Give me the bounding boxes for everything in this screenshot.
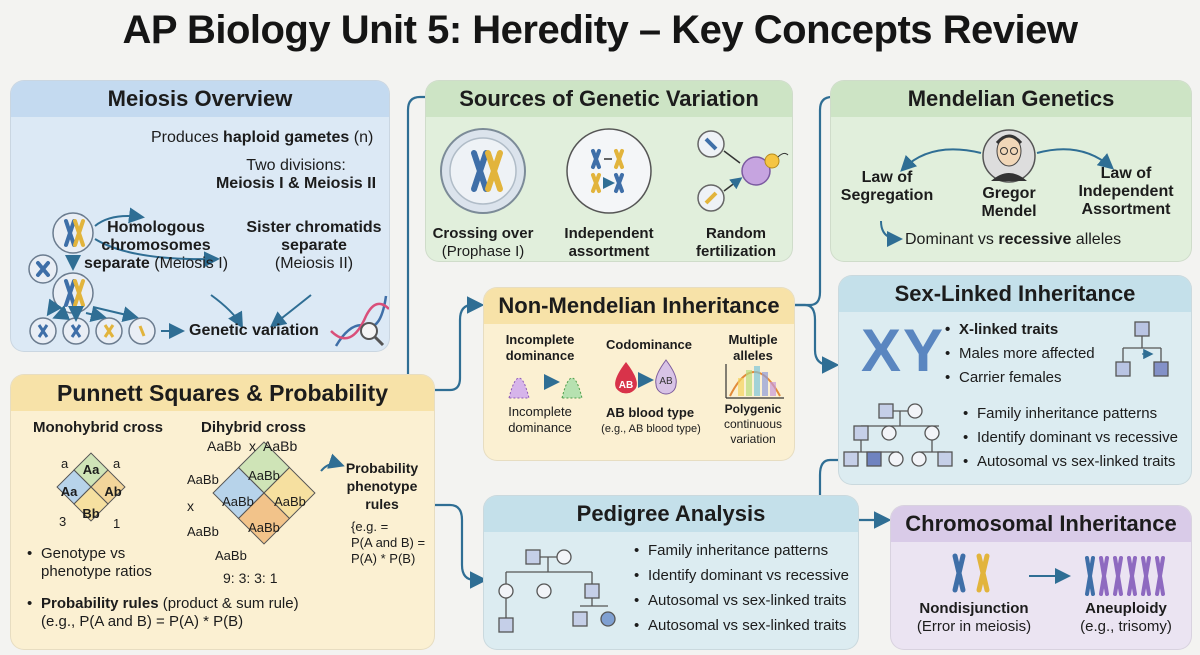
- di-side-3: AaBb: [187, 524, 219, 539]
- di-cell-3: AaBb: [274, 494, 306, 509]
- pedigree-title: Pedigree Analysis: [484, 496, 858, 532]
- meiosis-title: Meiosis Overview: [11, 81, 389, 117]
- incomplete-sub: Incomplete dominance: [508, 404, 572, 435]
- variation-item-2: Independent assortment: [564, 225, 654, 260]
- pedigree-bullet-3: Autosomal vs sex-linked traits: [632, 588, 849, 613]
- variation-item-3: Random fertilization: [695, 225, 776, 260]
- mono-cell-2: Aa: [60, 484, 78, 499]
- arrow-nonmendel-to-mendel: [795, 88, 850, 307]
- meiosis-panel: Meiosis Overview: [10, 80, 390, 352]
- sexlinked-bullet-6: Autosomal vs sex-linked traits: [961, 450, 1178, 474]
- di-cell-4: AaBb: [248, 520, 280, 535]
- produces-text: Produces haploid gametes (n): [151, 129, 374, 146]
- variation-panel: Sources of Genetic Variation Crossing ov…: [425, 80, 793, 262]
- pedigree-bullets: Family inheritance patterns Identify dom…: [632, 538, 849, 638]
- sexlinked-bullet-3: Carrier females: [943, 366, 1095, 390]
- ab-drop-label-a: AB: [618, 380, 634, 391]
- homologous-text: Homologous chromosomes separate (Meiosis…: [83, 219, 229, 272]
- mono-cell-3: Ab: [104, 484, 122, 499]
- blood-type: AB blood type: [605, 405, 695, 420]
- chromosomal-panel: Chromosomal Inheritance Nondisjunction (…: [890, 505, 1192, 650]
- sexlinked-bullet-2: Males more affected: [943, 342, 1095, 366]
- mono-cell-4: Bb: [82, 506, 100, 521]
- incomplete-head: Incomplete dominance: [505, 332, 575, 363]
- prob-eg: {e.g. = P(A and B) = P(A) * P(B): [351, 519, 426, 566]
- pedigree-bullet-1: Family inheritance patterns: [632, 538, 849, 563]
- monohybrid-square: [56, 441, 345, 545]
- di-side-2: x: [187, 498, 194, 514]
- blood-eg: (e.g., AB blood type): [601, 423, 701, 435]
- di-side-4: AaBb: [215, 548, 247, 563]
- sister-text: Sister chromatids separate (Meiosis II): [246, 219, 382, 272]
- mendel-portrait: [880, 129, 1115, 247]
- di-cell-2: AaBb: [222, 494, 254, 509]
- punnett-panel: Punnett Squares & Probability Monohybrid…: [10, 374, 435, 650]
- chromosomal-diagram: [952, 553, 1165, 596]
- law-independent: Law of Independent Assortment: [1078, 165, 1174, 218]
- punnett-bullet-probability: Probability rules (product & sum rule)(e…: [25, 595, 299, 631]
- variation-title: Sources of Genetic Variation: [426, 81, 792, 117]
- aneuploidy-text: Aneuploidy (e.g., trisomy): [1080, 600, 1172, 635]
- di-head: Dihybrid cross: [201, 419, 307, 436]
- mono-corner-3: 3: [59, 514, 67, 529]
- arrow-punnett-to-variation: [406, 88, 445, 375]
- dominant-recessive-text: Dominant vs recessive alleles: [905, 231, 1122, 248]
- sexlinked-bullet-1: X-linked traits: [943, 318, 1095, 342]
- di-cell-1: AaBb: [248, 468, 280, 483]
- ab-drop-label-b: AB: [659, 376, 673, 387]
- variation-icons: [440, 128, 789, 214]
- sexlinked-bullets-top: X-linked traits Males more affected Carr…: [943, 318, 1095, 390]
- mendel-panel: Mendelian Genetics Law of Segregation Gr…: [830, 80, 1192, 262]
- punnett-bullet-2: Probability rules (product & sum rule)(e…: [25, 595, 299, 631]
- mono-head: Monohybrid cross: [33, 419, 164, 436]
- pedigree-panel: Pedigree Analysis Family inheritance pat…: [483, 495, 859, 650]
- sexlinked-title: Sex-Linked Inheritance: [839, 276, 1191, 312]
- pedigree-bullet-2: Identify dominant vs recessive: [632, 563, 849, 588]
- codominance-head: Codominance: [606, 337, 692, 352]
- nondisjunction-text: Nondisjunction (Error in meiosis): [916, 600, 1032, 635]
- variation-item-1: Crossing over (Prophase I): [432, 225, 534, 260]
- page-title: AP Biology Unit 5: Heredity – Key Concep…: [122, 8, 1078, 52]
- pedigree-chart: [498, 549, 616, 633]
- mono-corner-2: a: [113, 456, 121, 471]
- sexlinked-panel: Sex-Linked Inheritance XY X-linked trait…: [838, 275, 1192, 485]
- mono-corner-1: a: [61, 456, 69, 471]
- punnett-title: Punnett Squares & Probability: [11, 375, 434, 411]
- arrow-punnett-to-nonmendel: [435, 296, 485, 392]
- di-side-1: AaBb: [187, 472, 219, 487]
- arrow-nonmendel-to-sexlinked: [795, 303, 840, 374]
- law-segregation: Law of Segregation: [840, 169, 934, 204]
- sexlinked-bullets-bottom: Family inheritance patterns Identify dom…: [961, 402, 1178, 474]
- pedigree-bullet-4: Autosomal vs sex-linked traits: [632, 613, 849, 638]
- sexlinked-bullet-5: Identify dominant vs recessive: [961, 426, 1178, 450]
- xy-symbol: XY: [861, 317, 946, 384]
- nonmendel-panel: Non-Mendelian Inheritance Incomplete dom…: [483, 287, 795, 461]
- mono-cell-1: Aa: [82, 462, 100, 477]
- sexlinked-pedigrees: [843, 321, 1169, 467]
- genetic-variation-text: Genetic variation: [189, 322, 319, 339]
- di-sub: AaBb x AaBb: [207, 438, 298, 454]
- polygenic-text: Polygenic continuous variation: [723, 402, 783, 446]
- nonmendel-title: Non-Mendelian Inheritance: [484, 288, 794, 324]
- arrow-punnett-to-pedigree: [435, 503, 488, 589]
- multiple-head: Multiple alleles: [728, 332, 778, 363]
- mono-corner-4: 1: [113, 516, 121, 531]
- divisions-text: Two divisions: Meiosis I & Meiosis II: [215, 157, 377, 192]
- mendel-title: Mendelian Genetics: [831, 81, 1191, 117]
- sexlinked-bullet-4: Family inheritance patterns: [961, 402, 1178, 426]
- gregor-mendel: Gregor Mendel: [981, 185, 1037, 220]
- chromosomal-title: Chromosomal Inheritance: [891, 506, 1191, 542]
- di-ratio: 9: 3: 3: 1: [223, 570, 278, 586]
- meiosis-diagram: [28, 207, 389, 347]
- prob-head: Probability phenotype rules: [345, 460, 419, 512]
- nonmendel-icons: [508, 359, 784, 399]
